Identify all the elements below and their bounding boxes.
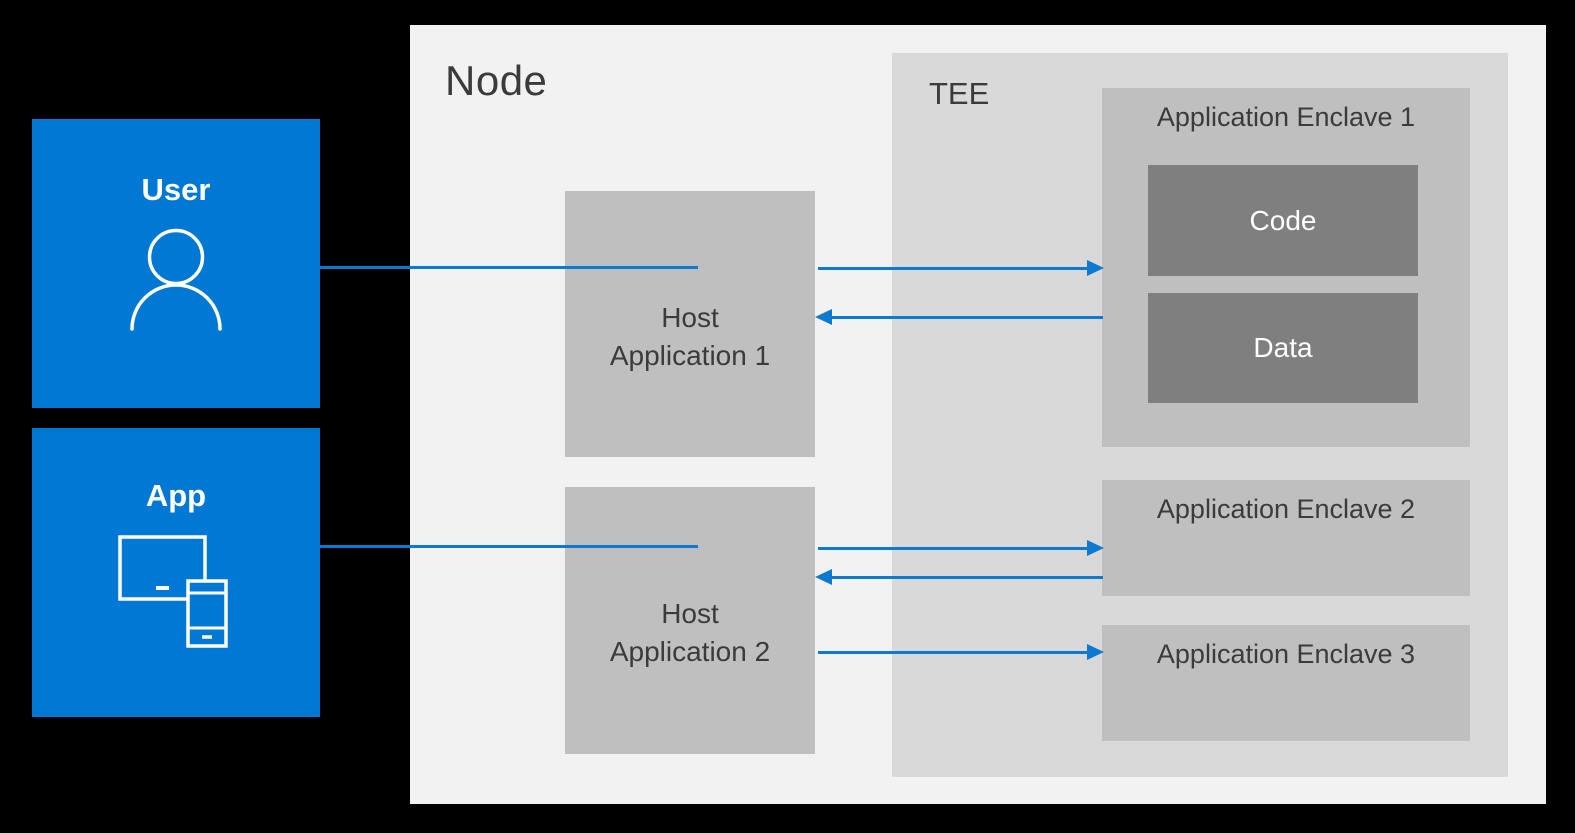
arrow-user-to-host-app-1 (320, 266, 698, 269)
application-enclave-3-label: Application Enclave 3 (1156, 639, 1416, 669)
app-label: App (145, 478, 207, 513)
arrowhead-left-icon (815, 569, 832, 585)
data-box: Data (1148, 293, 1418, 403)
host-application-1-box: Host Application 1 (565, 191, 815, 457)
app-box: App (32, 428, 320, 717)
host-application-2-label: Host Application 2 (609, 598, 771, 667)
application-enclave-1-box: Application Enclave 1 Code Data (1102, 88, 1470, 447)
node-title: Node (445, 57, 548, 104)
devices-icon (118, 535, 228, 648)
arrow-app-to-host-app-2 (320, 545, 698, 548)
phone-icon (186, 579, 228, 648)
tee-title: TEE (929, 76, 990, 111)
application-enclave-1-label: Application Enclave 1 (1156, 102, 1416, 132)
person-icon (130, 228, 222, 331)
monitor-icon (118, 535, 207, 601)
application-enclave-3-box: Application Enclave 3 (1102, 625, 1470, 741)
user-label: User (141, 172, 211, 207)
host-application-2-box: Host Application 2 (565, 487, 815, 754)
arrowhead-right-icon (1087, 540, 1104, 556)
host-application-1-label: Host Application 1 (609, 302, 771, 371)
arrowhead-right-icon (1087, 644, 1104, 660)
code-box: Code (1148, 165, 1418, 276)
arrowhead-right-icon (1087, 260, 1104, 276)
user-box: User (32, 119, 320, 408)
application-enclave-2-box: Application Enclave 2 (1102, 480, 1470, 596)
arrowhead-left-icon (815, 309, 832, 325)
application-enclave-2-label: Application Enclave 2 (1156, 494, 1416, 524)
